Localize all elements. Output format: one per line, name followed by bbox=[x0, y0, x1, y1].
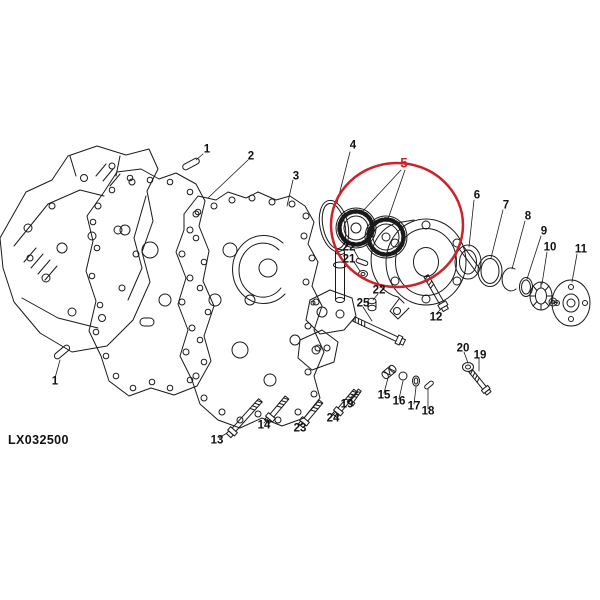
plug-22 bbox=[367, 297, 377, 312]
part-label-1[interactable]: 1 bbox=[203, 143, 211, 156]
bolt-12 bbox=[423, 274, 449, 313]
sleeve-spring-15 bbox=[381, 364, 397, 380]
part-label-19[interactable]: 19 bbox=[473, 349, 487, 362]
seal-ring-7 bbox=[477, 255, 503, 287]
snap-ring-8 bbox=[501, 267, 517, 292]
part-label-8[interactable]: 8 bbox=[524, 210, 532, 223]
part-label-24[interactable]: 24 bbox=[326, 412, 340, 425]
part-label-4[interactable]: 4 bbox=[349, 139, 357, 152]
pump-housing bbox=[370, 218, 467, 320]
ball-16 bbox=[398, 371, 408, 381]
part-label-17[interactable]: 17 bbox=[407, 400, 421, 413]
part-label-9[interactable]: 9 bbox=[540, 225, 548, 238]
screw-19-left bbox=[346, 388, 362, 407]
bolt-19-right bbox=[468, 368, 492, 396]
part-label-10[interactable]: 10 bbox=[543, 241, 557, 254]
part-label-14[interactable]: 14 bbox=[257, 419, 271, 432]
dowel-pin-left bbox=[53, 344, 71, 360]
bolt-25 bbox=[352, 316, 406, 346]
bolt-13 bbox=[225, 398, 263, 439]
pin-18 bbox=[424, 380, 434, 390]
diagram-code: LX032500 bbox=[8, 433, 69, 447]
valve-housing-plate bbox=[175, 191, 325, 429]
part-label-18[interactable]: 18 bbox=[421, 405, 435, 418]
bearing-cone-6 bbox=[454, 244, 482, 280]
part-label-19[interactable]: 19 bbox=[340, 398, 354, 411]
shaft-stub bbox=[548, 297, 559, 307]
leader-lines bbox=[54, 151, 578, 439]
part-label-21[interactable]: 21 bbox=[342, 253, 356, 266]
roller-bearing-10 bbox=[529, 281, 553, 311]
part-label-11[interactable]: 11 bbox=[574, 243, 588, 256]
bolt-14 bbox=[263, 395, 290, 425]
part-label-22[interactable]: 22 bbox=[372, 284, 386, 297]
part-label-6[interactable]: 6 bbox=[473, 189, 481, 202]
part-label-7[interactable]: 7 bbox=[502, 199, 510, 212]
part-label-23[interactable]: 23 bbox=[293, 422, 307, 435]
part-label-2[interactable]: 2 bbox=[247, 150, 255, 163]
part-label-3[interactable]: 3 bbox=[292, 170, 300, 183]
lower-bracket bbox=[297, 329, 339, 371]
part-label-5[interactable]: 5 bbox=[400, 155, 408, 171]
part-label-15[interactable]: 15 bbox=[377, 389, 391, 402]
highlight-circle bbox=[329, 161, 465, 289]
rear-case-outline bbox=[0, 145, 159, 353]
bracket-casting bbox=[305, 289, 357, 335]
gasket-plate bbox=[85, 168, 215, 397]
part-label-13[interactable]: 13 bbox=[210, 434, 224, 447]
ring-17 bbox=[412, 375, 420, 387]
dowel-22 bbox=[355, 258, 369, 266]
part-label-25[interactable]: 25 bbox=[356, 297, 370, 310]
part-label-22[interactable]: 22 bbox=[342, 241, 356, 254]
pump-gear-set bbox=[335, 207, 408, 259]
part-label-1[interactable]: 1 bbox=[51, 375, 59, 388]
end-cover-11 bbox=[551, 279, 591, 327]
part-label-16[interactable]: 16 bbox=[392, 395, 406, 408]
part-label-12[interactable]: 12 bbox=[429, 311, 443, 324]
part-label-20[interactable]: 20 bbox=[456, 342, 470, 355]
dowel-pin-top bbox=[182, 157, 200, 171]
bolt-23 bbox=[297, 399, 324, 429]
